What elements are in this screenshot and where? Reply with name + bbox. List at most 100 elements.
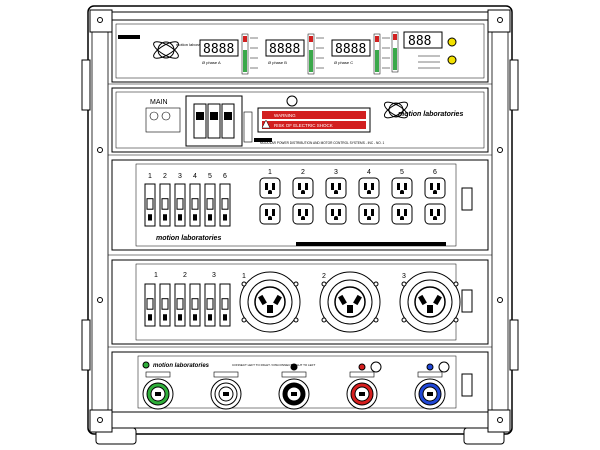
duplex-outlet-icon[interactable]: [325, 177, 347, 199]
duplex-outlet-icon[interactable]: [325, 203, 347, 225]
breaker-4[interactable]: [189, 183, 201, 227]
outlet-number: 6: [433, 169, 437, 176]
screw-icon: [97, 17, 103, 23]
twistlock-receptacle-icon[interactable]: [319, 271, 381, 333]
indicator-lamp-icon: [426, 363, 434, 371]
breaker-pole-1[interactable]: [144, 283, 156, 327]
twistlock-number: 2: [322, 273, 326, 280]
duplex-outlet-icon[interactable]: [424, 177, 446, 199]
screw-icon: [497, 147, 503, 153]
breaker-pole-3[interactable]: [204, 283, 216, 327]
footer-text: MODULAR POWER DISTRIBUTION AND MOTOR CON…: [260, 141, 385, 145]
main-panel: MAIN WARNING RISK OF ELECTRIC SHOCK: [111, 87, 489, 153]
screw-icon: [497, 417, 503, 423]
breaker-1[interactable]: [144, 183, 156, 227]
cam-connector-icon[interactable]: [210, 371, 242, 410]
breaker-number: 4: [193, 173, 197, 180]
breaker-5[interactable]: [204, 183, 216, 227]
cam-connector-icon[interactable]: [346, 371, 378, 410]
duplex-outlet-icon[interactable]: [259, 203, 281, 225]
indicator-button-top[interactable]: [447, 37, 457, 47]
handle-slot: [461, 373, 473, 397]
cam-connector-icon[interactable]: [142, 371, 174, 410]
indicator-lamp-icon: [290, 363, 298, 371]
meter-label: Ø phase A: [202, 60, 221, 65]
led-red: [309, 36, 313, 42]
duplex-outlet-icon[interactable]: [259, 177, 281, 199]
breaker-pole-2b[interactable]: [189, 283, 201, 327]
indicator-button-bottom[interactable]: [447, 55, 457, 65]
breaker-6[interactable]: [219, 183, 231, 227]
outlet-number: 3: [334, 169, 338, 176]
twistlock-receptacle-icon[interactable]: [239, 271, 301, 333]
vent-icon: [286, 95, 298, 107]
meter-2: 8888 Ø phase B: [265, 33, 324, 75]
warning-line1: WARNING: [274, 113, 296, 118]
mini-display: 888: [408, 34, 431, 49]
led-green: [393, 48, 397, 70]
handle-slot: [461, 187, 473, 211]
meter-digits: 8888: [203, 42, 234, 57]
cam-connector-icon[interactable]: [414, 371, 446, 410]
meter-panel: motion laboratories 8888 Ø phase A 8888 Ø p…: [111, 19, 489, 83]
breaker-number: 5: [208, 173, 212, 180]
brand-logo-icon: [153, 41, 179, 59]
twistlock-panel: 123 1L14-302L14-303L14-30: [111, 259, 489, 345]
duplex-outlet-icon[interactable]: [292, 177, 314, 199]
indicator-lamp-icon: [358, 363, 366, 371]
brand-logo-text: motion laboratories: [176, 42, 210, 47]
warning-triangle-icon: [261, 119, 271, 129]
led-green: [243, 50, 247, 72]
duplex-outlet-icon[interactable]: [358, 177, 380, 199]
outlet-number: 5: [400, 169, 404, 176]
breaker-number: 3: [212, 272, 216, 279]
meter-digits: 8888: [335, 42, 366, 57]
meter-digits: 8888: [269, 42, 300, 57]
label-strip: [296, 242, 446, 246]
led-red: [243, 36, 247, 42]
twistlock-number: 3: [402, 273, 406, 280]
outlet-number: 1: [268, 169, 272, 176]
led-green: [375, 50, 379, 72]
breaker-number: 3: [178, 173, 182, 180]
brand-logo-text: motion laboratories: [156, 235, 221, 242]
led-green: [309, 50, 313, 72]
main-breaker[interactable]: [185, 95, 243, 147]
brand-logo-text: motion laboratories: [153, 363, 210, 369]
screw-icon: [97, 417, 103, 423]
breaker-number: 6: [223, 173, 227, 180]
warning-line2: RISK OF ELECTRIC SHOCK: [274, 123, 333, 128]
screw-icon: [497, 17, 503, 23]
twistlock-receptacle-icon[interactable]: [399, 271, 461, 333]
screw-icon: [97, 147, 103, 153]
led-red: [375, 36, 379, 42]
led-red: [393, 34, 397, 40]
outlet-number: 4: [367, 169, 371, 176]
breaker-number: 2: [183, 272, 187, 279]
breaker-2[interactable]: [159, 183, 171, 227]
breaker-3[interactable]: [174, 183, 186, 227]
brand-logo-text: motion laboratories: [398, 111, 463, 118]
vent-icon: [370, 361, 382, 373]
warning-label: WARNING RISK OF ELECTRIC SHOCK: [257, 107, 371, 133]
breaker-pole-1b[interactable]: [159, 283, 171, 327]
duplex-outlet-icon[interactable]: [424, 203, 446, 225]
duplex-outlet-icon[interactable]: [391, 203, 413, 225]
breaker-number: 2: [163, 173, 167, 180]
meter-label: Ø phase B: [268, 60, 287, 65]
duplex-outlet-icon[interactable]: [358, 203, 380, 225]
duplex-outlet-icon[interactable]: [292, 203, 314, 225]
breaker-pole-2[interactable]: [174, 283, 186, 327]
breaker-pole-3b[interactable]: [219, 283, 231, 327]
meter-1: 8888 Ø phase A: [199, 33, 258, 75]
meter-label: Ø phase C: [334, 60, 353, 65]
meter-3: 8888 Ø phase C: [331, 33, 390, 75]
duplex-outlet-icon[interactable]: [391, 177, 413, 199]
cam-connector-icon[interactable]: [278, 371, 310, 410]
outlet-number: 2: [301, 169, 305, 176]
screw-icon: [497, 297, 503, 303]
connector-panel: motion laboratories CONNECT LEFT TO RIGH…: [111, 351, 489, 413]
